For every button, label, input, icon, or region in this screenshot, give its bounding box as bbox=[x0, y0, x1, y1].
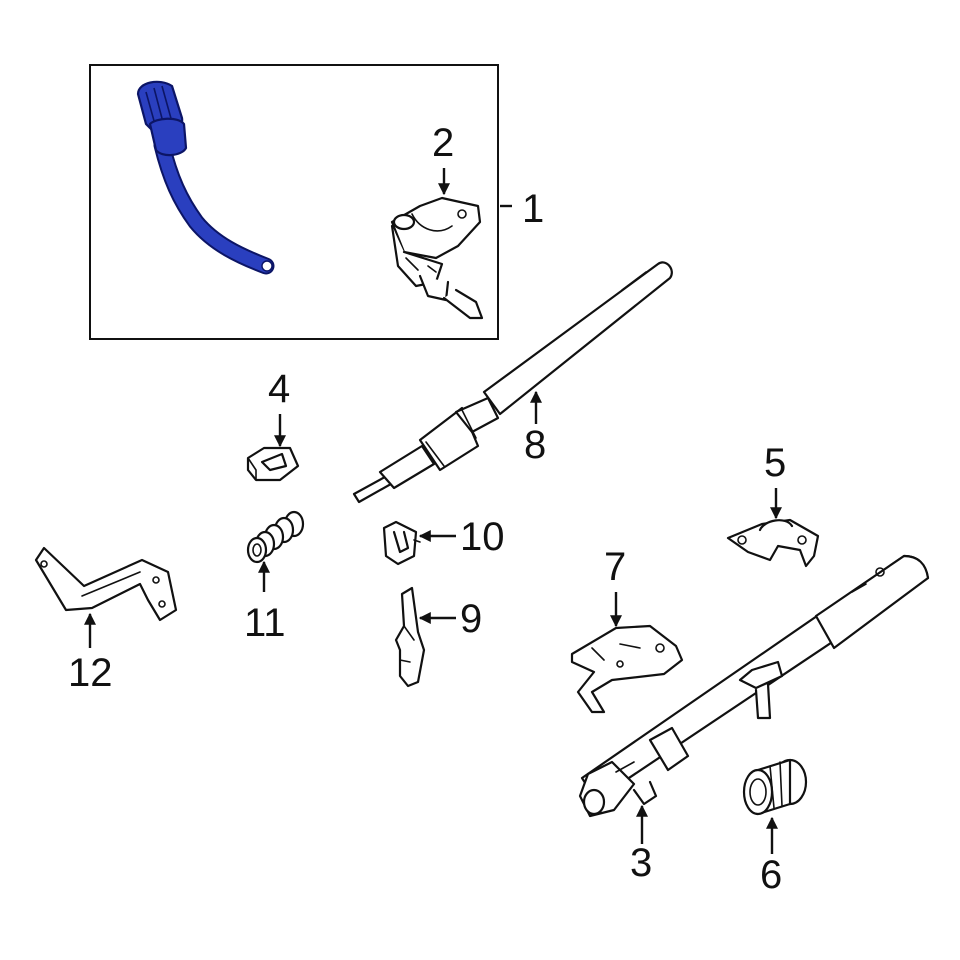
clip-10[interactable] bbox=[382, 520, 421, 566]
link-9[interactable] bbox=[394, 586, 426, 688]
callout-1: 1 bbox=[522, 187, 544, 231]
callout-11: 11 bbox=[244, 601, 286, 645]
callout-2: 2 bbox=[432, 121, 454, 165]
callout-7: 7 bbox=[604, 545, 626, 589]
callout-6: 6 bbox=[760, 853, 782, 897]
callout-3: 3 bbox=[630, 841, 652, 885]
clip-4[interactable] bbox=[246, 446, 300, 482]
shift-indicator-bracket[interactable] bbox=[390, 196, 484, 320]
shift-lever-highlighted[interactable] bbox=[136, 80, 275, 275]
bushing-6[interactable] bbox=[742, 758, 808, 816]
cover-7[interactable] bbox=[570, 624, 684, 714]
bracket-12[interactable] bbox=[34, 546, 178, 622]
spring-11[interactable] bbox=[246, 510, 305, 564]
column-tube[interactable] bbox=[578, 554, 930, 818]
assembly-box bbox=[89, 64, 499, 340]
callout-5: 5 bbox=[764, 441, 786, 485]
callout-9: 9 bbox=[460, 597, 482, 641]
main-shaft[interactable] bbox=[352, 261, 673, 504]
callout-4: 4 bbox=[268, 367, 290, 411]
callout-12: 12 bbox=[68, 651, 113, 695]
callout-10: 10 bbox=[460, 515, 505, 559]
callout-8: 8 bbox=[524, 423, 546, 467]
clamp-5[interactable] bbox=[726, 518, 820, 568]
